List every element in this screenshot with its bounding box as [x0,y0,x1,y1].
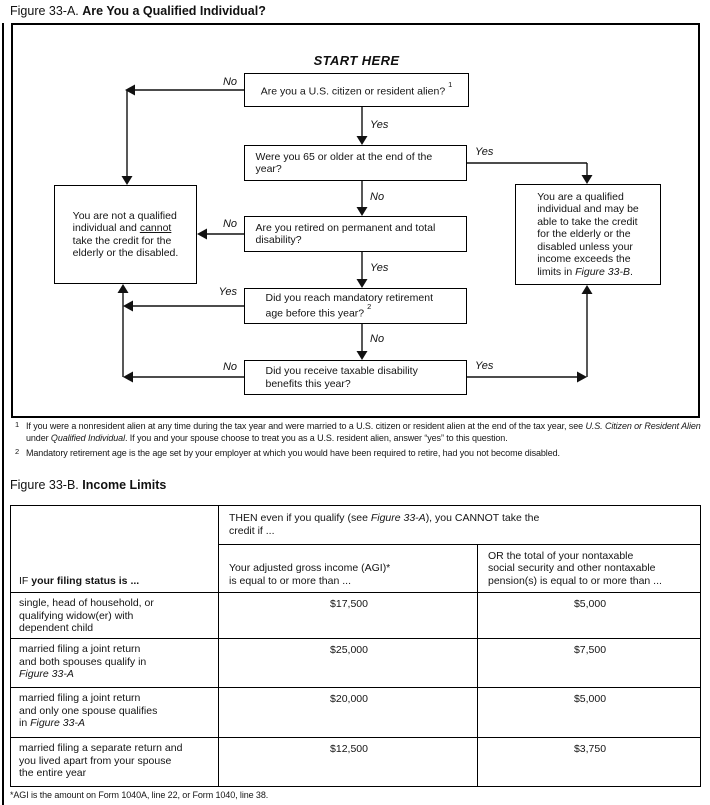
table-header-row-2: Your adjusted gross income (AGI)* is equ… [11,544,701,593]
agi-value: $20,000 [218,687,478,738]
arrow-q4-no: No [356,324,384,360]
label-no: No [223,76,237,88]
label-yes: Yes [475,360,494,372]
figure-b-title: Figure 33-B. Income Limits [10,478,166,492]
agi-value: $12,500 [218,737,478,787]
pension-value: $7,500 [477,638,701,688]
filing-status-cell: married filing a joint return and both s… [10,638,219,688]
agi-footnote: *AGI is the amount on Form 1040A, line 2… [10,790,269,800]
label-no: No [223,218,237,230]
label-no: No [370,333,384,345]
decision-box-mandatory-retirement: Did you reach mandatory retirement age b… [244,288,467,324]
page-edge-rule [2,23,4,805]
arrow-q5-no: No [117,284,244,383]
header-then-cannot: THEN even if you qualify (see Figure 33-… [218,505,701,545]
arrow-q5-yes: Yes [467,285,593,383]
arrow-q3-yes: Yes [356,252,389,288]
decision-text: Were you 65 or older at the end of the y… [255,150,433,176]
result-box-not-qualified: You are not a qualified individual and c… [54,185,197,284]
footnote-ref-1: 1 [448,79,453,89]
filing-status-cell: single, head of household, or qualifying… [10,592,219,639]
income-limits-table: IF your filing status is ... THEN even i… [10,505,701,787]
figure-b-title-prefix: Figure 33-B. [10,478,79,492]
figure-33b-reference: Figure 33-B [575,265,630,278]
decision-box-citizen: Are you a U.S. citizen or resident alien… [244,73,469,107]
filing-status-cell: married filing a joint return and only o… [10,687,219,738]
arrow-q3-no: No [197,218,244,240]
figure-a-title-prefix: Figure 33-A. [10,4,79,18]
label-yes: Yes [370,262,389,274]
decision-text: Are you a U.S. citizen or resident alien… [260,85,446,98]
result-box-qualified: You are a qualified individual and may b… [515,184,661,285]
decision-text: Did you reach mandatory retirement age b… [265,291,434,320]
arrow-q1-no: No [121,76,244,185]
figure-33a-reference: Figure 33-A [370,512,426,524]
label-yes: Yes [475,146,494,158]
decision-box-age-65: Were you 65 or older at the end of the y… [244,145,467,181]
table-header-row-1: IF your filing status is ... THEN even i… [10,505,701,593]
label-no: No [370,191,384,203]
flowchart-container: Yes No Yes No No Yes No Y [11,23,700,418]
start-here-label: START HERE [313,53,400,68]
table-row: married filing a separate return and you… [10,737,701,787]
table-row: married filing a joint return and only o… [10,687,701,738]
label-yes: Yes [370,119,389,131]
arrow-q1-yes: Yes [356,107,389,145]
figure-a-title-text: Are You a Qualified Individual? [82,4,266,18]
filing-status-cell: married filing a separate return and you… [10,737,219,787]
header-filing-status: IF your filing status is ... [10,505,219,593]
pension-value: $5,000 [477,687,701,738]
footnote-2: 2 Mandatory retirement age is the age se… [15,447,560,458]
agi-value: $17,500 [218,592,478,639]
decision-box-taxable-benefits: Did you receive taxable disability benef… [244,360,467,395]
header-nontaxable-pension: OR the total of your nontaxable social s… [477,544,701,593]
header-agi: Your adjusted gross income (AGI)* is equ… [218,544,478,593]
footnote-1-number: 1 [15,420,20,429]
label-no: No [223,361,237,373]
figure-a-title: Figure 33-A. Are You a Qualified Individ… [10,4,266,18]
arrow-q2-no: No [356,181,384,216]
table-row: married filing a joint return and both s… [10,638,701,688]
agi-value: $25,000 [218,638,478,688]
arrow-q2-yes: Yes [467,146,593,184]
decision-text: Are you retired on permanent and total d… [255,221,436,247]
label-yes: Yes [219,286,238,298]
decision-text: Did you receive taxable disability benef… [265,365,418,390]
pension-value: $5,000 [477,592,701,639]
footnote-2-number: 2 [15,447,20,456]
footnote-ref-2: 2 [367,301,372,311]
flowchart-arrows: Yes No Yes No No Yes No Y [117,76,593,383]
underlined-cannot: cannot [139,222,172,234]
footnote-1: 1 If you were a nonresident alien at any… [15,420,701,443]
figure-b-title-text: Income Limits [82,478,167,492]
pension-value: $3,750 [477,737,701,787]
decision-box-retired-disability: Are you retired on permanent and total d… [244,216,467,252]
arrow-q4-yes: Yes [123,286,244,312]
table-row: single, head of household, or qualifying… [10,592,701,639]
